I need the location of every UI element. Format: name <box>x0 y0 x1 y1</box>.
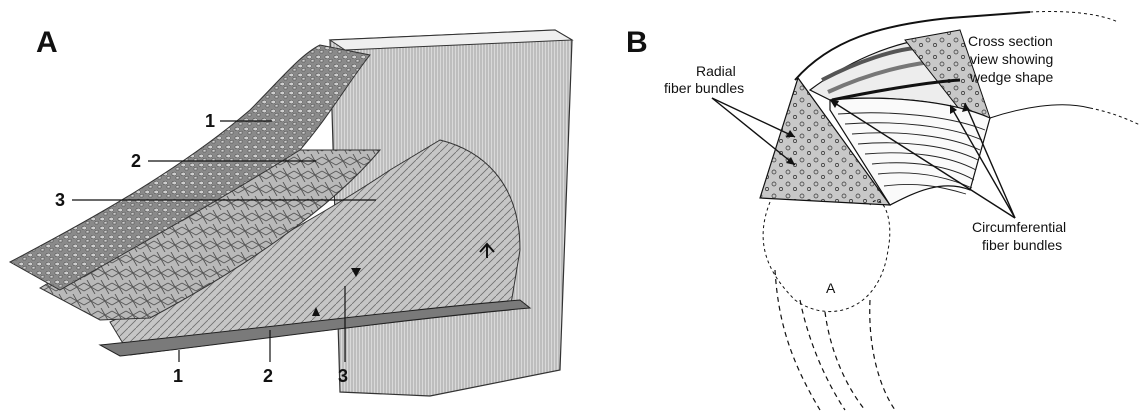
right-contour <box>990 105 1090 118</box>
right-contour-dashed <box>1090 108 1140 125</box>
lower-label-3: 3 <box>338 366 348 386</box>
panel-b: B <box>626 11 1140 410</box>
cross-section-label-line3: wedge shape <box>969 69 1054 85</box>
cross-section-label-line1: Cross section <box>968 33 1053 49</box>
upper-label-3: 3 <box>55 190 65 210</box>
radial-label-line2: fiber bundles <box>664 80 744 96</box>
circumferential-label-line1: Circumferential <box>972 219 1066 235</box>
lower-label-2: 2 <box>263 366 273 386</box>
cross-section-label-line2: view showing <box>970 51 1053 67</box>
outer-outline-dashed <box>1030 11 1118 22</box>
region-label: A <box>826 280 836 296</box>
circumferential-label-line2: fiber bundles <box>982 237 1062 253</box>
lower-label-1: 1 <box>173 366 183 386</box>
panel-b-letter: B <box>626 26 648 59</box>
upper-label-2: 2 <box>131 151 141 171</box>
upper-label-1: 1 <box>205 111 215 131</box>
panel-a-letter: A <box>36 26 58 59</box>
panel-a: A 1 2 3 1 2 3 <box>10 26 572 396</box>
radial-label-line1: Radial <box>696 63 736 79</box>
